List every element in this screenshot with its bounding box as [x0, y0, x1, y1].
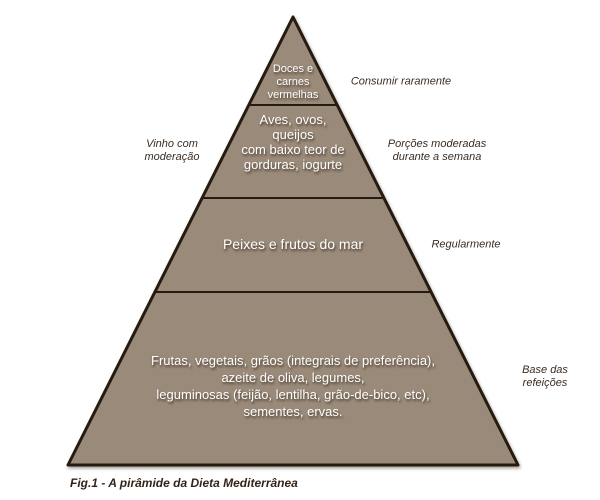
figure-caption: Fig.1 - A pirâmide da Dieta Mediterrânea: [70, 476, 298, 490]
annotation-base-das-refeicoes: Base das refeições: [522, 364, 568, 389]
annotation-consumir-raramente: Consumir raramente: [350, 75, 452, 88]
annotation-porcoes-moderadas: Porções moderadas durante a semana: [387, 138, 487, 163]
annotation-vinho-com-moderacao: Vinho com moderação: [144, 138, 200, 163]
pyramid-shape: [66, 15, 520, 467]
annotation-regularmente: Regularmente: [431, 238, 501, 251]
